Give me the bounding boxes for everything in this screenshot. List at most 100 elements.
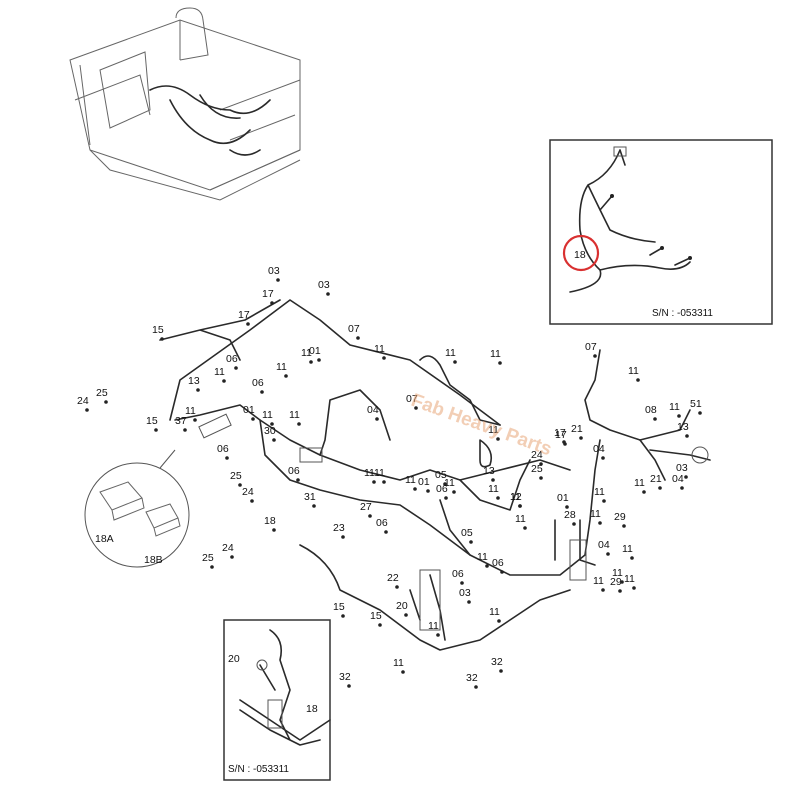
connector-dot — [404, 613, 408, 617]
part-number-label: 12 — [510, 491, 522, 503]
connector-dot — [539, 476, 543, 480]
connector-label-18a: 18A — [95, 533, 114, 545]
connector-dot — [160, 337, 164, 341]
connector-dot — [443, 482, 447, 486]
connector-dot — [384, 530, 388, 534]
part-number-label: 11 — [634, 477, 645, 489]
part-number-label: 25 — [202, 552, 214, 564]
connector-dot — [382, 480, 386, 484]
callout-highlight-ring — [562, 234, 600, 272]
connector-dot — [395, 585, 399, 589]
connector-dot — [500, 570, 504, 574]
part-number-label: 11 — [510, 491, 521, 503]
connector-dot — [606, 552, 610, 556]
part-number-label: 05 — [435, 469, 447, 481]
part-number-label: 11 — [214, 366, 225, 378]
machine-overview-sketch — [69, 7, 301, 201]
connector-dot — [270, 422, 274, 426]
connector-dot — [684, 475, 688, 479]
main-harness — [159, 299, 711, 741]
connector-dot — [414, 406, 418, 410]
part-number-label: 17 — [554, 427, 566, 439]
part-number-label: 11 — [477, 551, 488, 563]
connector-dot — [630, 556, 634, 560]
part-number-label: 03 — [676, 462, 688, 474]
part-number-label: 21 — [650, 473, 662, 485]
connector-dot — [230, 555, 234, 559]
connector-dot — [496, 437, 500, 441]
part-number-label: 11 — [490, 348, 501, 360]
connector-dot — [368, 514, 372, 518]
watermark-text: Fab Heavy Parts — [408, 390, 554, 460]
connector-dot — [309, 360, 313, 364]
part-number-label: 04 — [593, 443, 605, 455]
part-number-label: 07 — [348, 323, 360, 335]
part-number-label: 06 — [288, 465, 300, 477]
connector-dot — [602, 499, 606, 503]
connector-dot — [579, 436, 583, 440]
connector-dot — [312, 504, 316, 508]
part-number-label: 11 — [428, 620, 439, 632]
connector-dot — [317, 358, 321, 362]
part-number-label: 25 — [230, 470, 242, 482]
part-number-label: 29 — [614, 511, 626, 523]
part-number-label: 11 — [593, 575, 604, 587]
connector-dot — [104, 400, 108, 404]
connector-dot — [601, 588, 605, 592]
connector-dot — [642, 490, 646, 494]
connector-dot — [499, 669, 503, 673]
connector-dot — [401, 670, 405, 674]
connector-dot — [341, 614, 345, 618]
connector-dot — [225, 456, 229, 460]
part-number-label: 11 — [489, 606, 500, 618]
connector-dot — [474, 685, 478, 689]
part-number-label: 04 — [367, 404, 379, 416]
part-number-label: 11 — [374, 343, 385, 355]
part-number-label: 03 — [268, 265, 280, 277]
part-number-label: 11 — [622, 543, 633, 555]
part-number-label: 11 — [289, 409, 300, 421]
connector-dot — [276, 278, 280, 282]
part-number-label: 20 — [396, 600, 408, 612]
connector-dot — [234, 366, 238, 370]
connector-dot — [467, 600, 471, 604]
connector-dot — [636, 378, 640, 382]
part-number-label: 03 — [318, 279, 330, 291]
inset-top-right: 18 S/N : -053311 — [549, 139, 773, 325]
part-number-label: 11 — [185, 405, 196, 417]
connector-dot — [382, 356, 386, 360]
part-number-label: 01 — [309, 345, 321, 357]
part-number-label: 51 — [690, 398, 702, 410]
part-number-label: 11 — [628, 365, 639, 377]
part-number-label: 37 — [175, 415, 187, 427]
connector-dot — [154, 428, 158, 432]
part-number-label: 13 — [483, 465, 495, 477]
part-number-label: 11 — [515, 513, 526, 525]
part-number-label: 06 — [376, 517, 388, 529]
connector-dot — [183, 428, 187, 432]
connector-dot — [620, 580, 624, 584]
part-number-label: 08 — [645, 404, 657, 416]
part-number-label: 11 — [488, 424, 499, 436]
connector-dot — [565, 505, 569, 509]
part-number-label: 30 — [264, 425, 276, 437]
connector-dot — [653, 417, 657, 421]
part-number-label: 06 — [492, 557, 504, 569]
connector-dot — [296, 478, 300, 482]
part-number-label: 29 — [610, 576, 622, 588]
connector-dot — [496, 496, 500, 500]
part-number-label: 24 — [77, 395, 89, 407]
part-number-label: 25 — [96, 387, 108, 399]
part-number-label: 11 — [669, 401, 680, 413]
part-number-label: 11 — [594, 486, 605, 498]
connector-dot — [498, 361, 502, 365]
connector-dot — [222, 379, 226, 383]
part-number-label: 06 — [436, 483, 448, 495]
connector-dot — [523, 526, 527, 530]
connector-dot — [680, 486, 684, 490]
connector-dot — [375, 417, 379, 421]
part-number-label: 11 — [262, 409, 273, 421]
connector-dot — [85, 408, 89, 412]
